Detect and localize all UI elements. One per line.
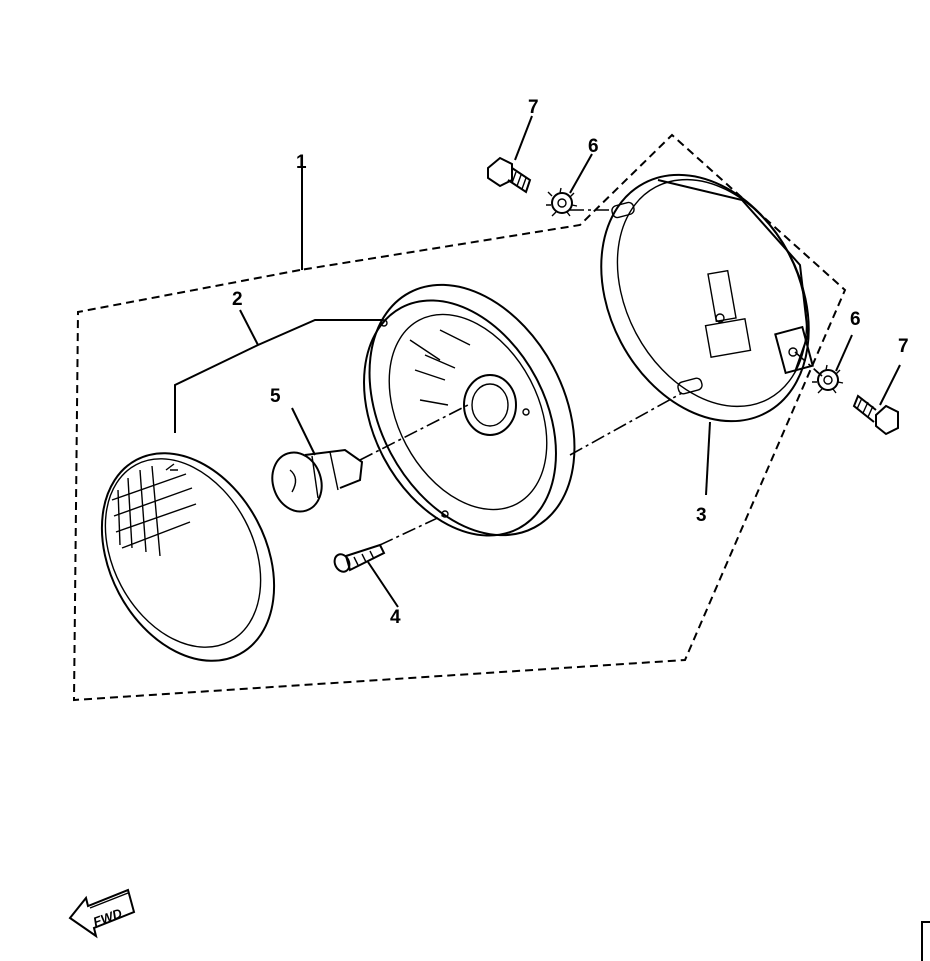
callout-6-top-label: 6 xyxy=(588,136,599,157)
bolt-right xyxy=(852,364,901,436)
assembly-boundary xyxy=(72,133,847,702)
washer-top xyxy=(546,153,593,217)
callout-3-leader xyxy=(705,421,711,496)
callout-7-right-label: 7 xyxy=(898,336,909,357)
callout-2-label: 2 xyxy=(232,289,243,310)
washer-right xyxy=(812,334,853,394)
headlight-housing xyxy=(600,173,814,423)
bolt-top xyxy=(487,115,533,194)
page-corner-mark xyxy=(921,921,930,961)
callout-4-label: 4 xyxy=(390,607,401,628)
callout-2-bracket xyxy=(174,309,383,433)
headlight-lens xyxy=(100,452,276,662)
bulb xyxy=(271,407,364,513)
callout-1-label: 1 xyxy=(296,152,307,173)
alignment-lines xyxy=(359,209,823,546)
callout-5-label: 5 xyxy=(270,386,281,407)
callout-3-label: 3 xyxy=(696,505,707,526)
reflector-unit xyxy=(363,283,576,537)
forward-arrow-icon: FWD xyxy=(68,888,136,939)
fwd-label: FWD xyxy=(91,905,125,929)
callout-7-top-label: 7 xyxy=(528,97,539,118)
screw xyxy=(333,543,399,608)
callout-6-right-label: 6 xyxy=(850,309,861,330)
